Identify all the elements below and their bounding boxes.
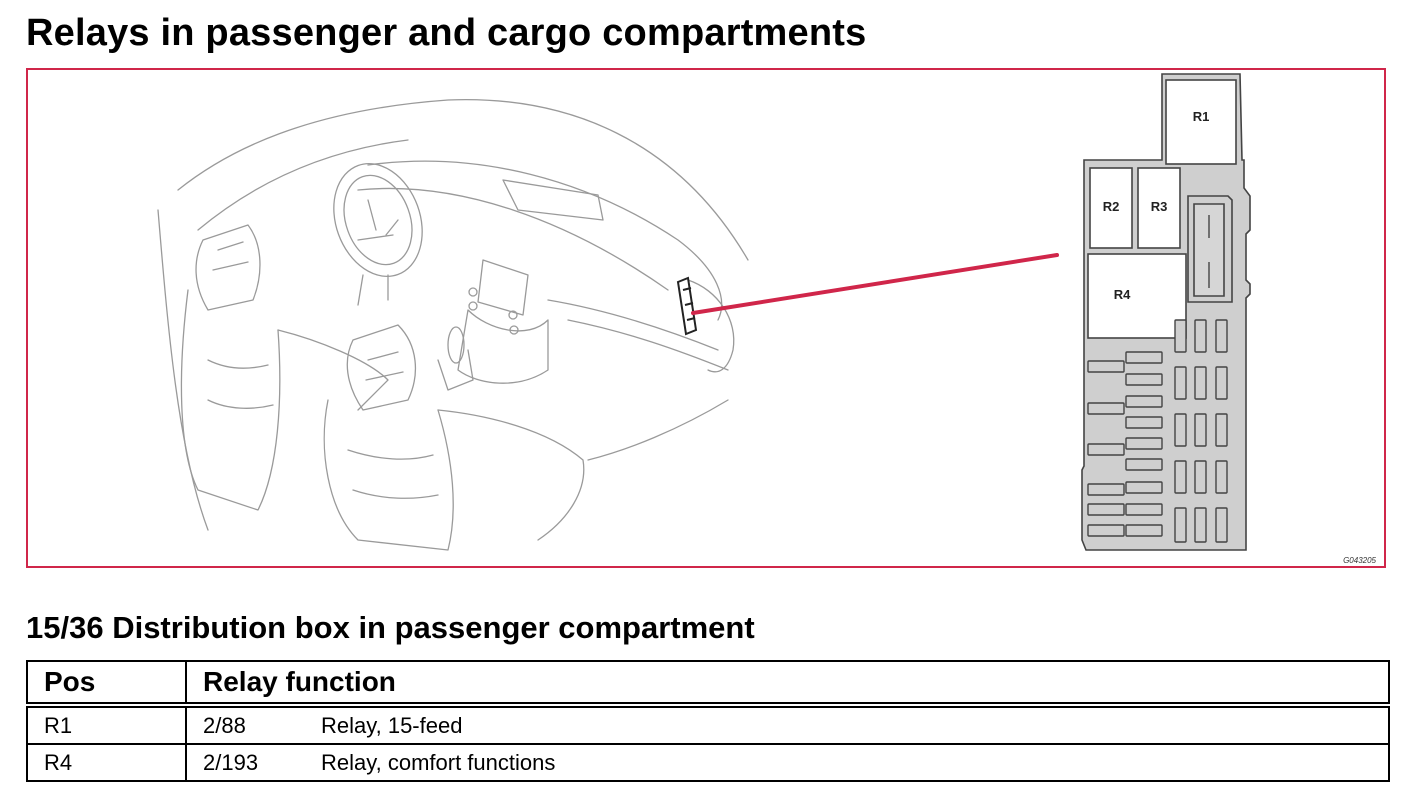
pointer-line <box>691 253 1059 315</box>
relay-slot-r1 <box>1165 79 1237 165</box>
relay-slot-r4 <box>1087 253 1187 339</box>
relay-description: Relay, comfort functions <box>321 749 556 775</box>
relay-code: 2/88 <box>203 712 246 738</box>
relay-table: Pos Relay function R1 2/88 Relay, 15-feed… <box>26 660 1390 782</box>
cell-pos: R4 <box>26 743 187 782</box>
relay-label-r4: R4 <box>1114 287 1131 302</box>
relay-label-r2: R2 <box>1103 199 1120 214</box>
table-header-row: Pos Relay function <box>26 660 1390 708</box>
header-relay-function: Relay function <box>185 660 1390 708</box>
relay-slot-r2 <box>1089 167 1133 249</box>
table-row: R1 2/88 Relay, 15-feed <box>26 704 1390 745</box>
distribution-box <box>1081 73 1251 551</box>
distribution-box-illustration: R1 R2 R3 R4 G043205 <box>157 73 1377 565</box>
car-interior-drawing <box>157 98 749 551</box>
section-heading: 15/36 Distribution box in passenger comp… <box>26 610 755 645</box>
cell-function: 2/88 Relay, 15-feed <box>185 704 1390 745</box>
relay-label-r3: R3 <box>1151 199 1168 214</box>
page-title: Relays in passenger and cargo compartmen… <box>26 12 867 54</box>
cell-function: 2/193 Relay, comfort functions <box>185 743 1390 782</box>
cell-pos: R1 <box>26 704 187 745</box>
header-pos: Pos <box>26 660 187 708</box>
figure-frame: R1 R2 R3 R4 G043205 <box>26 68 1386 568</box>
relay-label-r1: R1 <box>1193 109 1210 124</box>
relay-description: Relay, 15-feed <box>321 712 463 738</box>
box-location-marker <box>676 276 698 336</box>
image-code: G043205 <box>1343 556 1376 565</box>
relay-slot-r3 <box>1137 167 1181 249</box>
table-row: R4 2/193 Relay, comfort functions <box>26 743 1390 782</box>
relay-code: 2/193 <box>203 749 259 775</box>
